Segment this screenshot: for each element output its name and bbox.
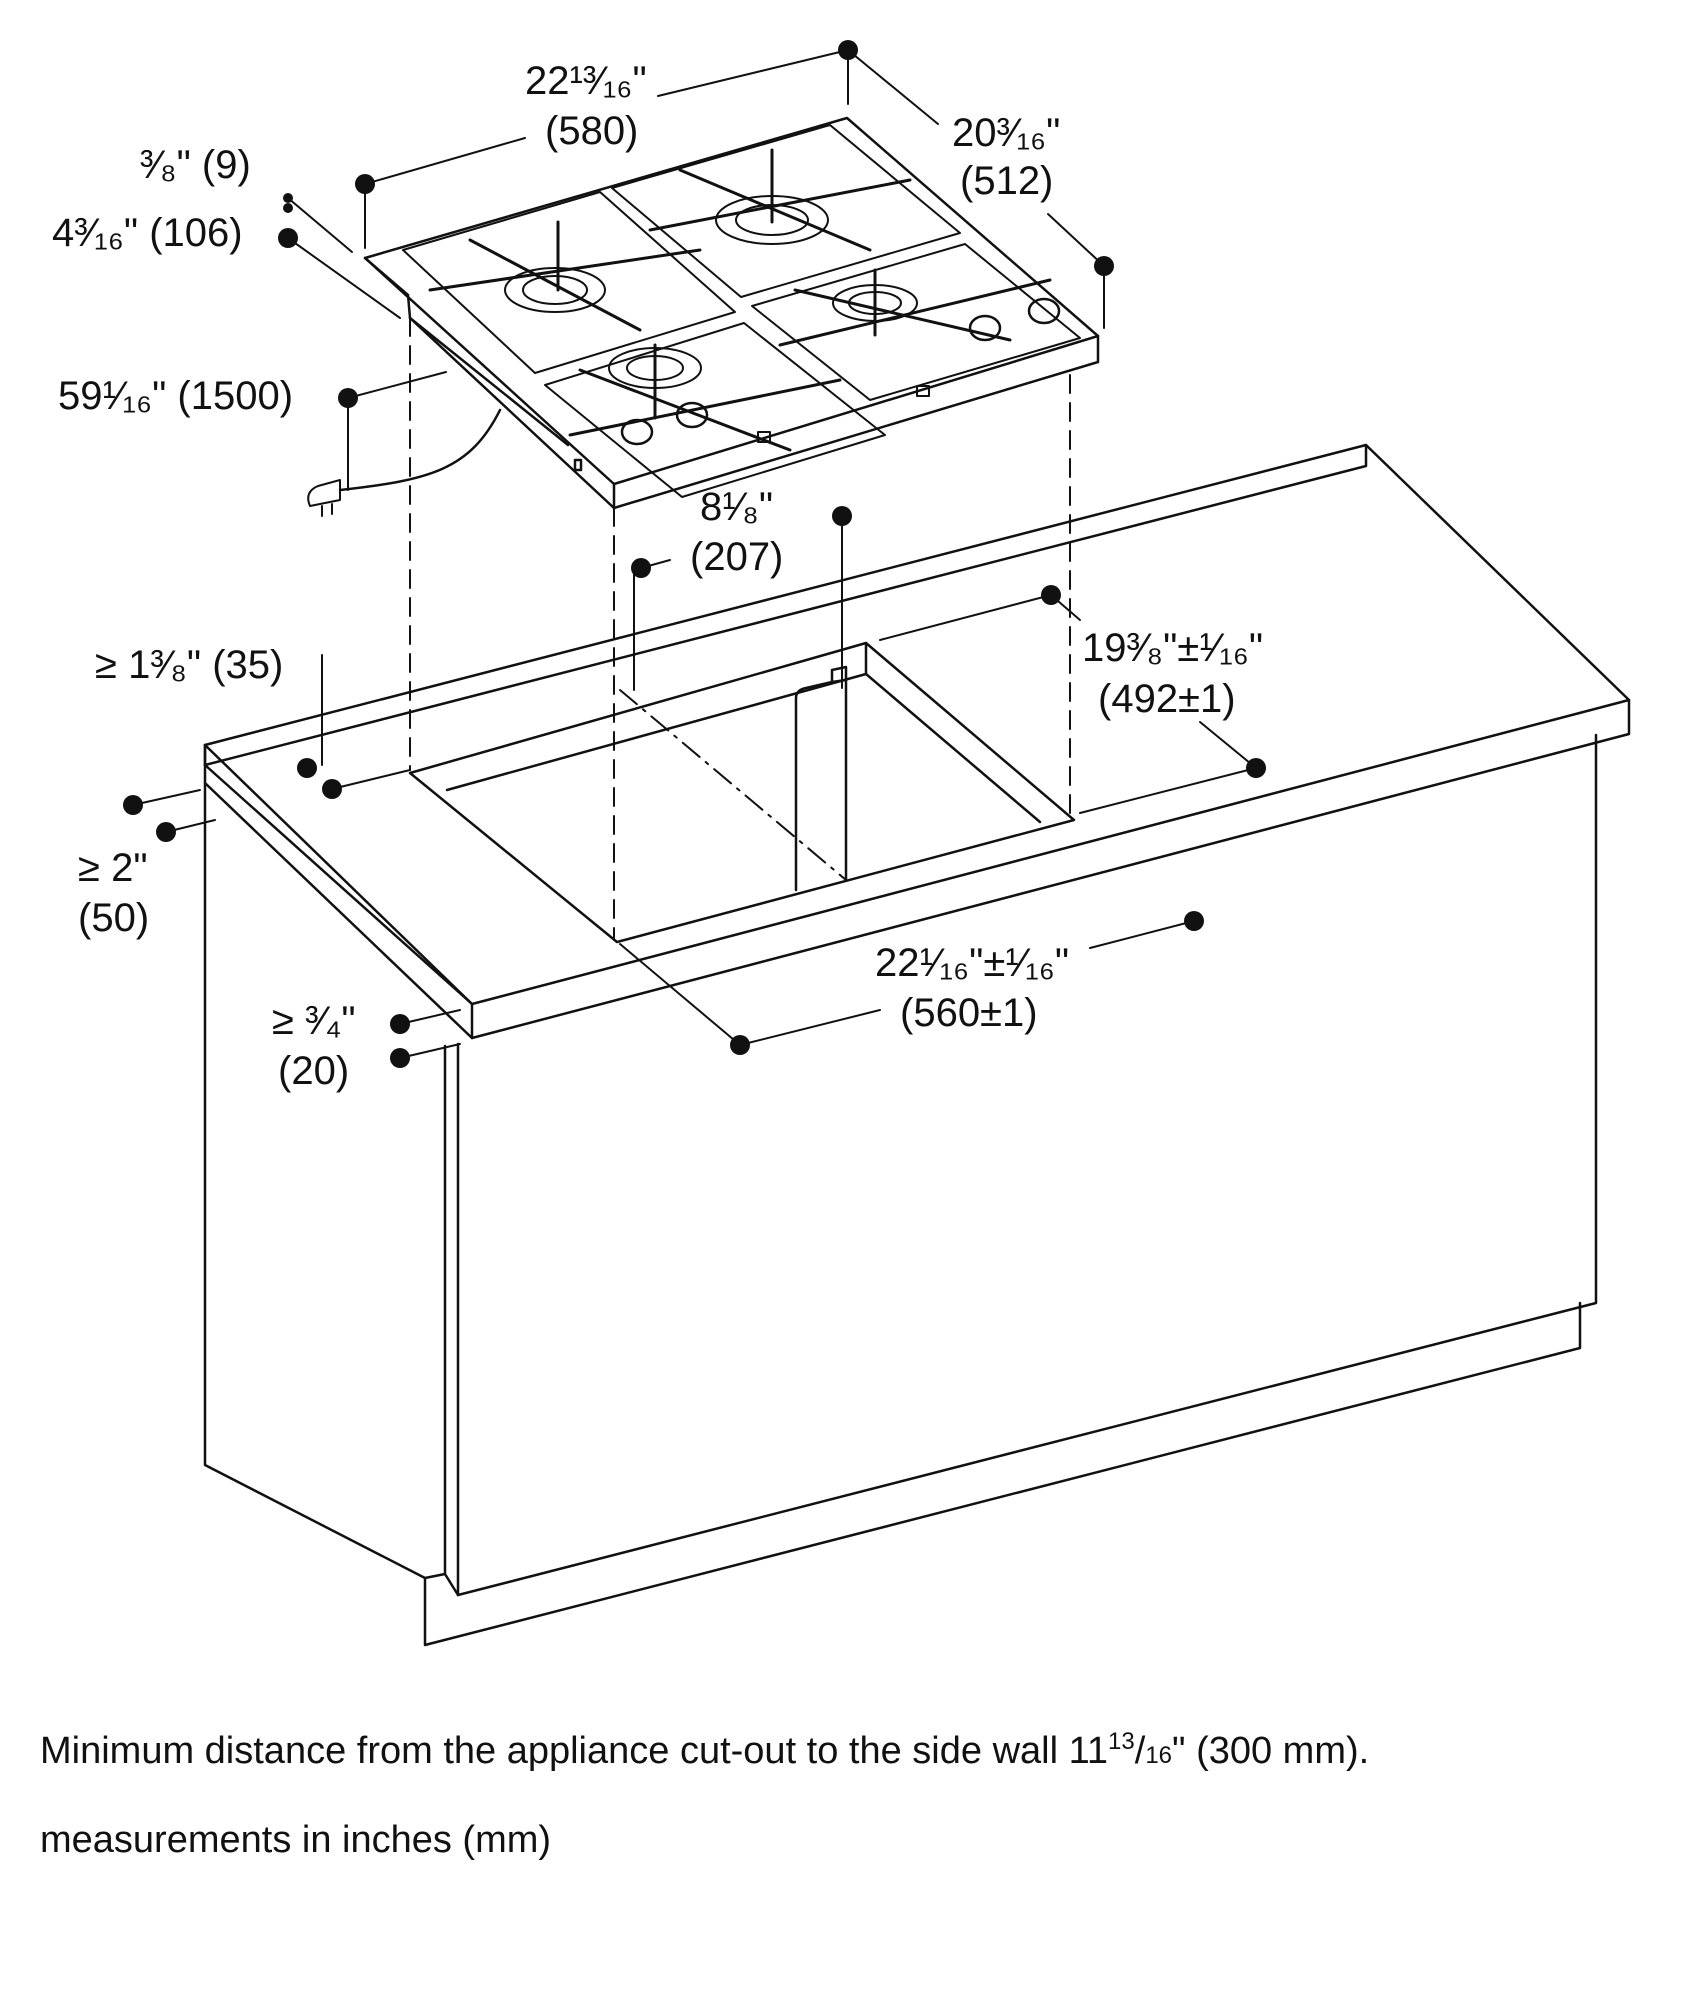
power-cable xyxy=(338,408,502,492)
appliance-depth-in: 20³⁄₁₆" xyxy=(952,111,1061,155)
worktop-front-edge xyxy=(470,698,1631,1040)
dimension-points xyxy=(123,40,1266,1068)
min-front-distance-mm: (50) xyxy=(78,896,150,940)
cutout-width-mm: (560±1) xyxy=(900,991,1038,1035)
side-wall-frac-denominator: 16 xyxy=(1145,1742,1173,1769)
cutout-depth-mm: (492±1) xyxy=(1098,677,1236,721)
units-note: measurements in inches (mm) xyxy=(40,1819,552,1861)
control-knobs xyxy=(620,297,1061,446)
worktop-cutout xyxy=(408,641,1076,944)
burner-back-left xyxy=(715,195,829,245)
gas-connection-mm: (207) xyxy=(690,535,784,579)
knob-2 xyxy=(675,401,709,429)
knob-4 xyxy=(1027,297,1061,325)
burners xyxy=(504,195,918,389)
side-wall-note-prefix: Minimum distance from the appliance cut-… xyxy=(40,1730,1109,1772)
panel-thickness-label: ³⁄₈" (9) xyxy=(140,143,251,187)
min-worktop-thickness-mm: (20) xyxy=(278,1049,350,1093)
appliance-width-in: 22¹³⁄₁₆" xyxy=(525,59,647,103)
burner-back-right xyxy=(832,284,918,322)
cable-length-label: 59¹⁄₁₆" (1500) xyxy=(58,374,294,418)
cabinet-plinth xyxy=(423,1301,1582,1647)
burner-front-left xyxy=(504,267,606,313)
power-plug-icon xyxy=(307,479,341,517)
grate-back-right xyxy=(751,243,1081,401)
min-worktop-thickness-in: ≥ ³⁄₄" xyxy=(272,999,356,1043)
cutout-depth-in: 19³⁄₈"±¹⁄₁₆" xyxy=(1082,626,1264,670)
dimension-lines xyxy=(132,49,1257,1059)
cabinet xyxy=(203,443,1631,1647)
cabinet-front xyxy=(456,733,1598,1597)
burner-front-right xyxy=(608,347,702,389)
appliance-width-mm: (580) xyxy=(545,109,639,153)
side-wall-frac-numerator: 13 xyxy=(1108,1728,1135,1755)
grate-front-left xyxy=(402,191,736,374)
projection-lines xyxy=(409,317,1071,941)
gas-connection-in: 8¹⁄₈" xyxy=(700,485,774,529)
min-rear-distance-label: ≥ 1³⁄₈" (35) xyxy=(95,643,284,687)
min-front-distance-in: ≥ 2" xyxy=(78,846,148,890)
grate-back-left xyxy=(611,124,961,298)
cutout-width-in: 22¹⁄₁₆"±¹⁄₁₆" xyxy=(875,941,1070,985)
knob-3 xyxy=(968,314,1002,342)
gas-pipe xyxy=(794,665,848,892)
appliance-depth-mm: (512) xyxy=(960,159,1054,203)
knob-1 xyxy=(620,418,654,446)
cutout-opening xyxy=(408,641,1076,944)
side-wall-distance-note: Minimum distance from the appliance cut-… xyxy=(40,1728,1370,1772)
gas-centerline xyxy=(619,689,847,881)
appliance-height-label: 4³⁄₁₆" (106) xyxy=(52,211,243,255)
grate-front-right xyxy=(544,322,886,498)
side-wall-note-suffix: " (300 mm). xyxy=(1172,1730,1370,1772)
cooktop xyxy=(307,116,1100,517)
cabinet-left-side xyxy=(203,781,427,1580)
